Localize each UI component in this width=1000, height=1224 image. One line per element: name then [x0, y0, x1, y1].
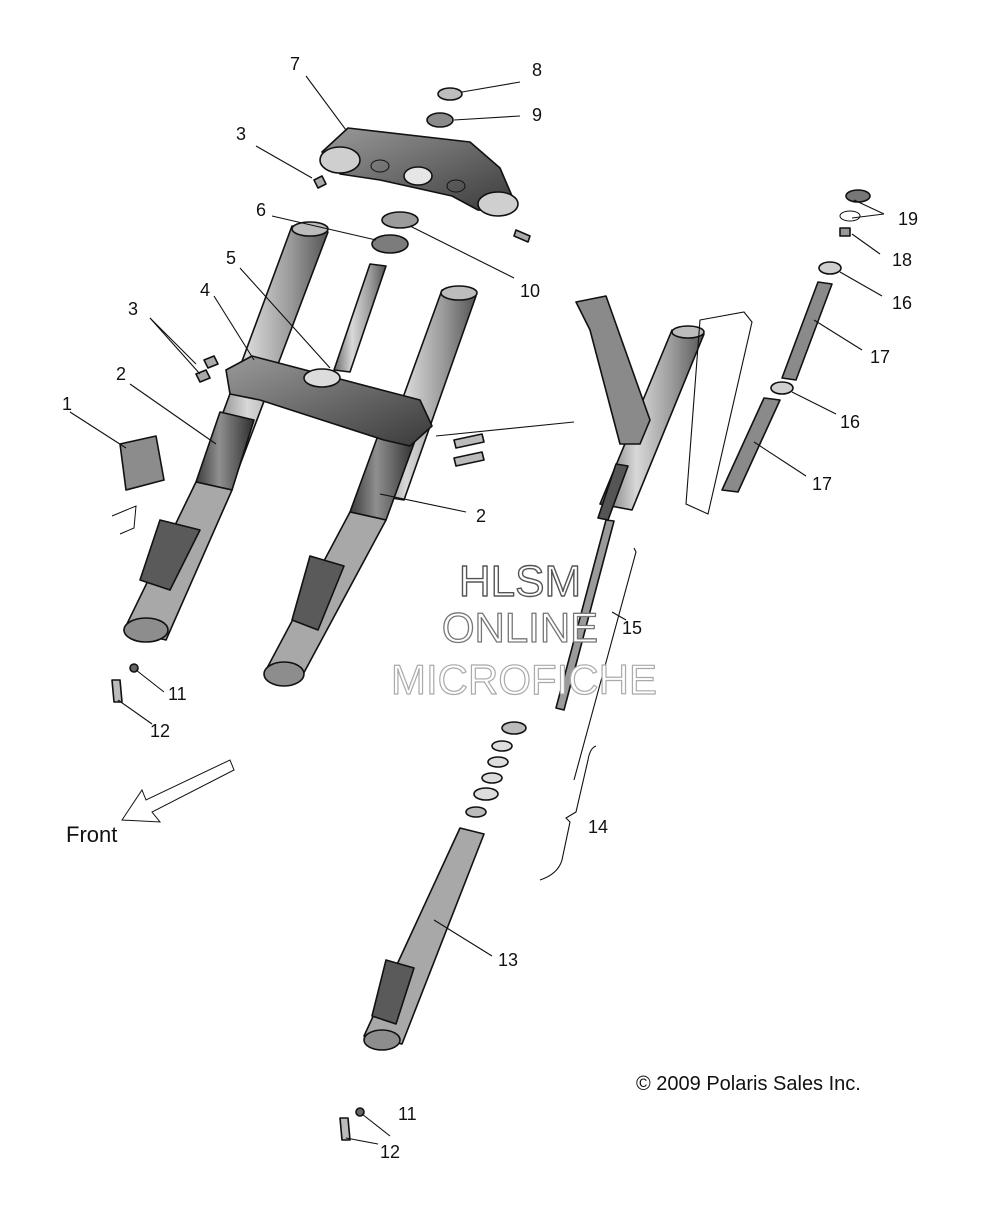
callout-10: 10	[520, 281, 540, 301]
parts-layer	[111, 87, 871, 1141]
pinch-bolt-a	[453, 433, 485, 449]
callout-2-right: 2	[476, 506, 486, 526]
exploded-fork	[339, 295, 705, 1141]
callout-11-left: 11	[168, 684, 187, 704]
callout-16-upper: 16	[892, 293, 912, 313]
screw-3-upper	[313, 175, 327, 189]
callout-labels: 1 2 2 3 3 4 5 6 7 8 9 10 11 11 12 12 13 …	[62, 54, 918, 1162]
right-fork	[263, 285, 478, 687]
bearing-10	[381, 211, 419, 229]
callout-1: 1	[62, 394, 72, 414]
callout-4: 4	[200, 280, 210, 300]
watermark-line-1: HLSM	[459, 557, 581, 606]
front-arrow-icon	[121, 759, 235, 823]
callout-19: 19	[898, 209, 918, 229]
callout-17-upper: 17	[870, 347, 890, 367]
watermark: HLSM ONLINE MICROFICHE	[390, 556, 657, 703]
cap-8	[437, 87, 463, 101]
callout-13: 13	[498, 950, 518, 970]
callout-3-upper: 3	[236, 124, 246, 144]
callout-7: 7	[290, 54, 300, 74]
callout-18: 18	[892, 250, 912, 270]
left-fork	[123, 221, 329, 643]
callout-5: 5	[226, 248, 236, 268]
front-label: Front	[66, 822, 117, 847]
callout-14: 14	[588, 817, 608, 837]
bearing-6	[371, 234, 409, 254]
screw-3-left-a	[203, 355, 219, 369]
watermark-line-3: MICROFICHE	[391, 656, 657, 703]
upper-triple-clamp	[319, 127, 519, 217]
callout-15: 15	[622, 618, 642, 638]
bolt-near-clamp	[513, 229, 531, 243]
leader-lines	[69, 75, 885, 1145]
bolt-12-left	[111, 679, 123, 703]
callout-3-left: 3	[128, 299, 138, 319]
callout-8: 8	[532, 60, 542, 80]
nut-9	[426, 112, 454, 128]
steering-stem	[333, 263, 387, 373]
callout-11-lower: 11	[398, 1104, 417, 1124]
copyright-text: © 2009 Polaris Sales Inc.	[636, 1073, 861, 1095]
callout-9: 9	[532, 105, 542, 125]
callout-12-left: 12	[150, 721, 170, 741]
callout-6: 6	[256, 200, 266, 220]
lower-triple-clamp	[225, 355, 433, 447]
callout-2-left: 2	[116, 364, 126, 384]
callout-17-lower: 17	[812, 474, 832, 494]
callout-12-lower: 12	[380, 1142, 400, 1162]
springs	[721, 189, 871, 493]
reflector-1	[111, 435, 165, 535]
callout-16-lower: 16	[840, 412, 860, 432]
pinch-bolt-b	[453, 451, 485, 467]
watermark-line-2: ONLINE	[442, 604, 598, 651]
